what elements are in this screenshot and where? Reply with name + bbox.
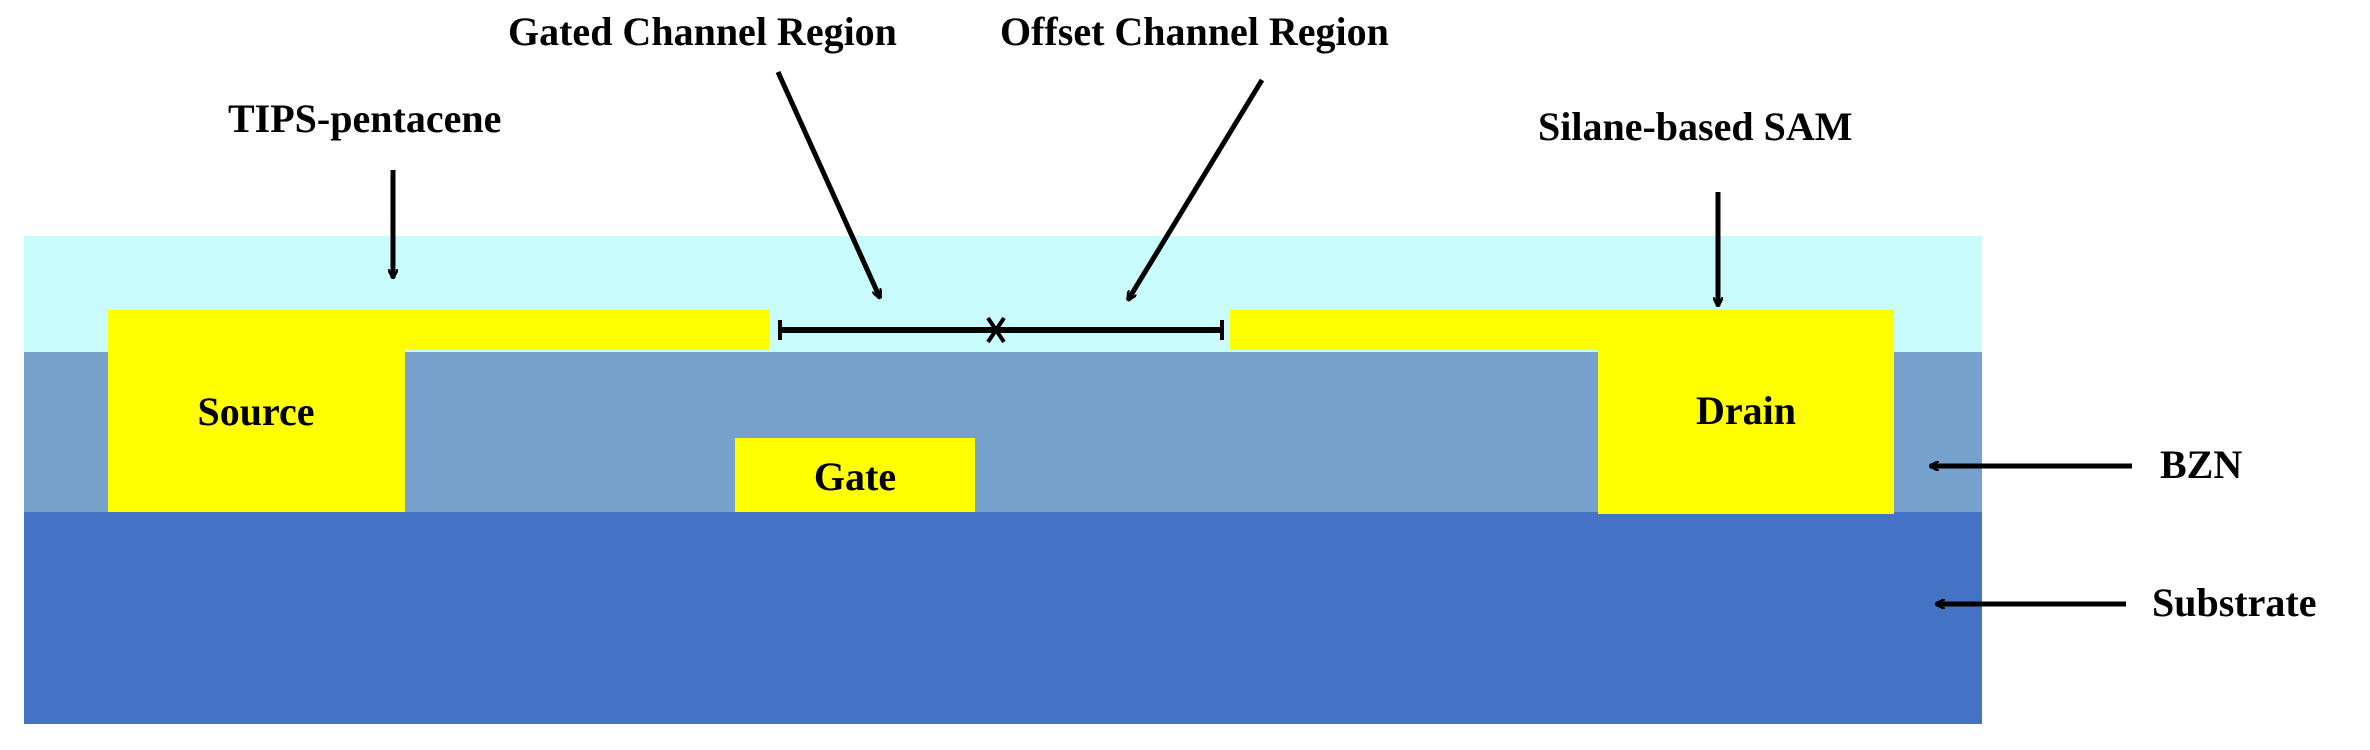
gate-electrode xyxy=(735,438,975,512)
bzn-label: BZN xyxy=(2160,442,2242,487)
source-label: Source xyxy=(197,389,314,434)
source-electrode xyxy=(108,310,405,512)
gated-channel-arrow xyxy=(775,70,883,298)
tips-pentacene-label: TIPS-pentacene xyxy=(228,96,501,141)
gate-label: Gate xyxy=(814,454,896,499)
drain-extension xyxy=(1230,310,1598,350)
source-extension xyxy=(405,310,770,350)
gated-channel-region-label: Gated Channel Region xyxy=(508,9,897,54)
silane-sam-label: Silane-based SAM xyxy=(1538,104,1853,149)
offset-channel-region-label: Offset Channel Region xyxy=(1000,9,1389,54)
drain-electrode xyxy=(1598,310,1894,514)
channel-center-mark xyxy=(986,316,1006,344)
offset-channel-arrow xyxy=(1125,78,1265,300)
substrate-label: Substrate xyxy=(2152,580,2316,625)
substrate-layer xyxy=(24,512,1982,724)
drain-label: Drain xyxy=(1696,388,1796,433)
